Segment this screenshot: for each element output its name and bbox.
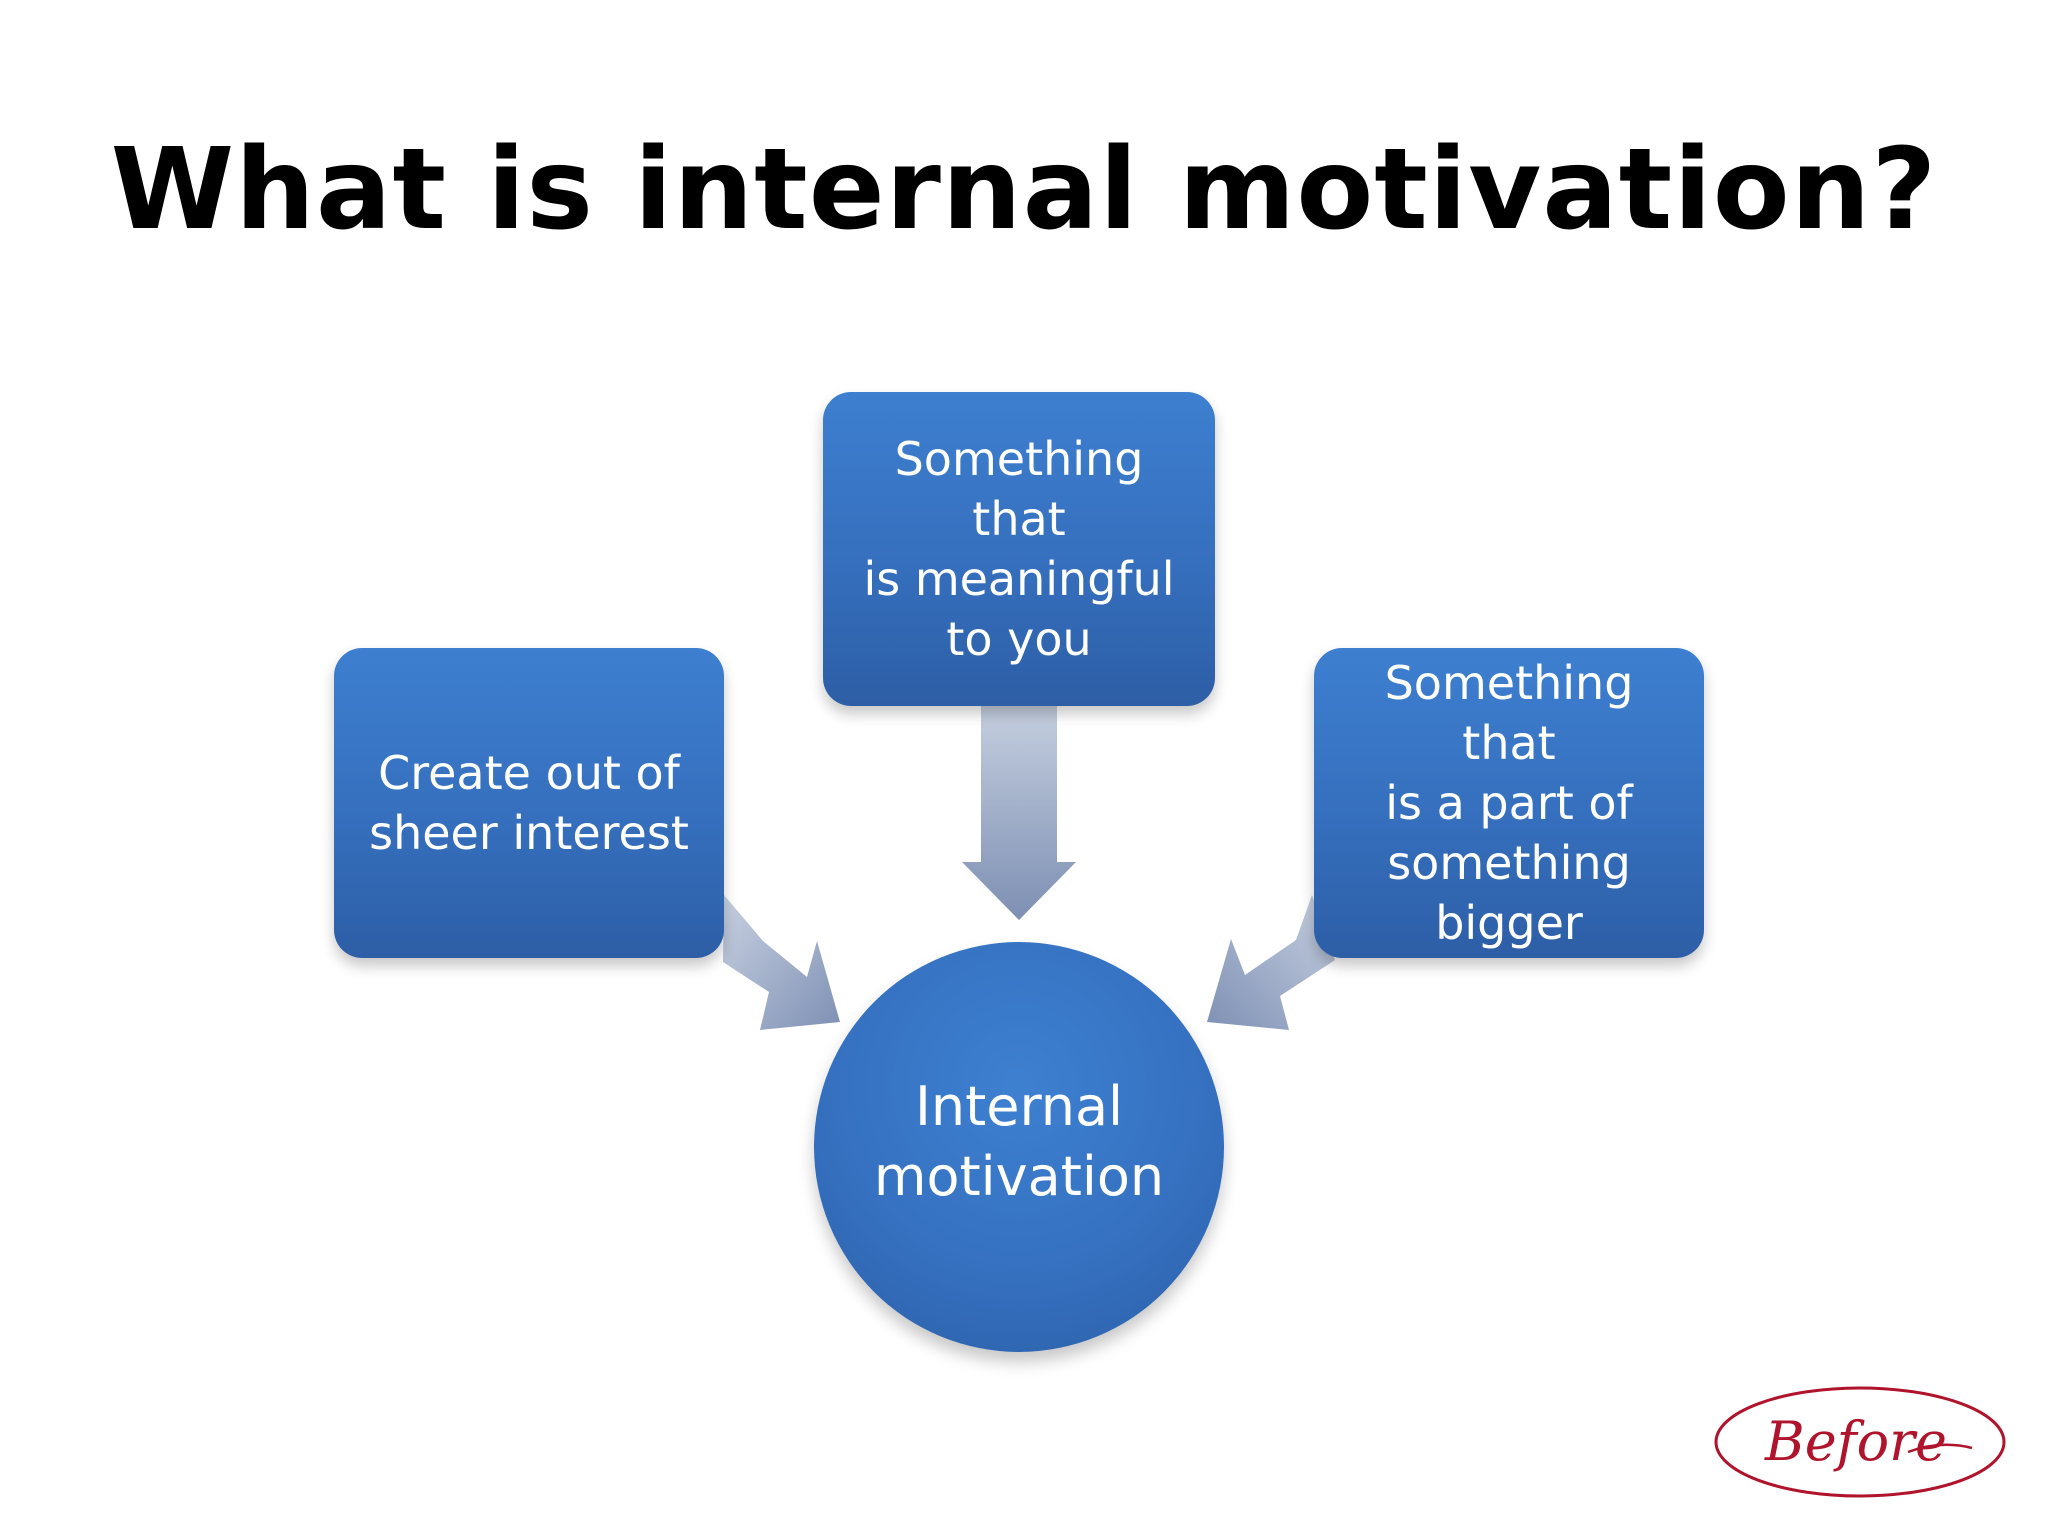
node-left: Create out of sheer interest xyxy=(334,648,724,958)
node-top: Something that is meaningful to you xyxy=(823,392,1215,706)
slide-title: What is internal motivation? xyxy=(110,125,1938,255)
node-top-label: Something that is meaningful to you xyxy=(863,432,1175,666)
before-logo: Before xyxy=(1714,1386,2006,1498)
node-left-label: Create out of sheer interest xyxy=(369,746,689,860)
node-center: Internal motivation xyxy=(814,942,1224,1352)
arrow-top-to-center xyxy=(962,705,1076,920)
node-right-label: Something that is a part of something bi… xyxy=(1384,656,1634,950)
logo-text: Before xyxy=(1764,1410,1947,1473)
node-right: Something that is a part of something bi… xyxy=(1314,648,1704,958)
arrow-right-to-center xyxy=(1207,895,1335,1030)
node-center-label: Internal motivation xyxy=(873,1075,1165,1208)
arrow-left-to-center xyxy=(723,895,840,1030)
